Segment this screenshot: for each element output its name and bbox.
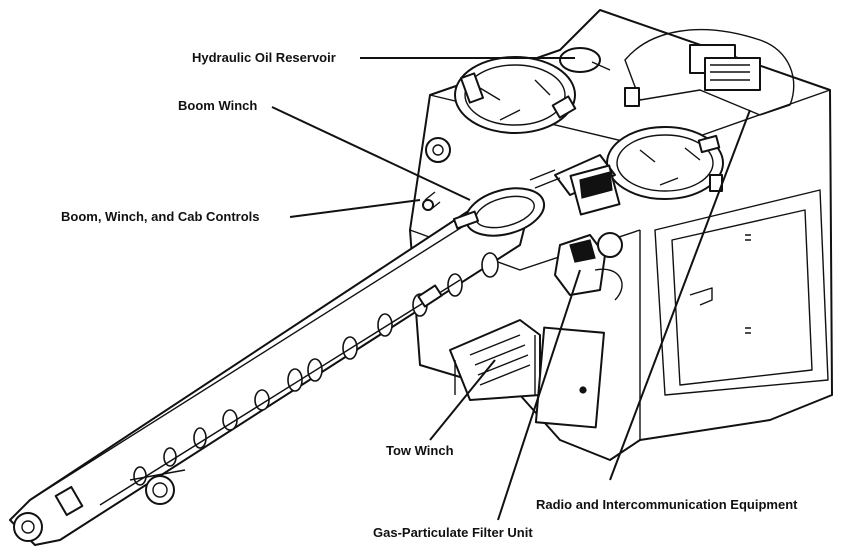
leader-lines <box>271 57 751 521</box>
label-radio-intercom: Radio and Intercommunication Equipment <box>536 497 798 512</box>
label-tow-winch: Tow Winch <box>386 443 454 458</box>
label-boom-winch: Boom Winch <box>178 98 257 113</box>
leader-boom-winch <box>271 106 471 201</box>
label-hydraulic-oil-reservoir: Hydraulic Oil Reservoir <box>192 50 336 65</box>
gas-filter-unit <box>554 232 623 301</box>
radio-equipment <box>624 28 795 116</box>
leader-filter <box>497 269 581 521</box>
leader-controls <box>289 199 421 218</box>
leader-tow-winch <box>429 359 496 441</box>
label-gas-particulate-filter: Gas-Particulate Filter Unit <box>373 525 533 540</box>
callouts: Hydraulic Oil Reservoir Boom Winch Boom,… <box>61 50 798 540</box>
crane-boom <box>9 187 546 546</box>
cab-controls <box>422 137 621 230</box>
label-boom-winch-cab-controls: Boom, Winch, and Cab Controls <box>61 209 260 224</box>
leader-radio <box>609 109 751 481</box>
